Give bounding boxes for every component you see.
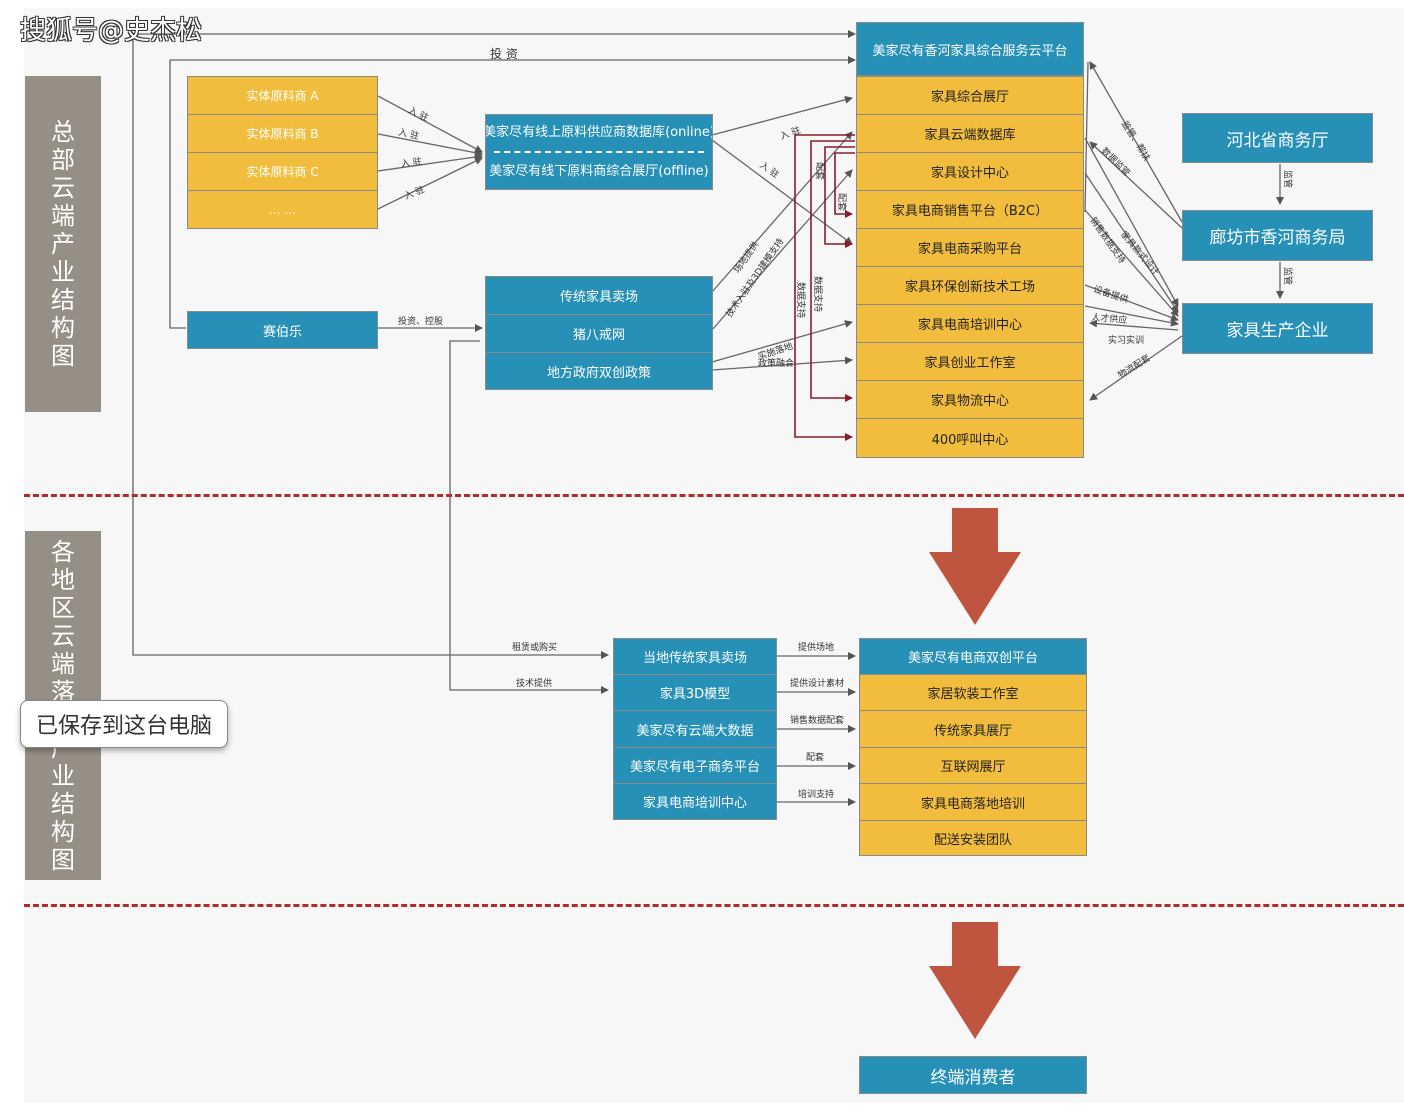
section-divider xyxy=(24,904,1404,907)
furniture-enterprise-box: 家具生产企业 xyxy=(1182,303,1373,354)
regional-platform-item: 家具电商落地培训 xyxy=(859,783,1087,821)
regional-resource-box: 家具3D模型 xyxy=(613,674,777,711)
saibole-box: 赛伯乐 xyxy=(187,311,378,349)
platform-item: 家具创业工作室 xyxy=(856,342,1084,381)
platform-item: 家具电商销售平台（B2C） xyxy=(856,190,1084,229)
section-divider xyxy=(24,494,1404,497)
platform-item: 家具物流中心 xyxy=(856,380,1084,419)
regional-resource-box: 当地传统家具卖场 xyxy=(613,638,777,675)
edge-label: 配套 xyxy=(806,753,825,763)
down-arrow-icon xyxy=(929,508,1021,625)
edge-label: 数据支持 xyxy=(812,276,822,313)
dashed-divider xyxy=(494,151,704,153)
regional-resource-box: 美家尽有云端大数据 xyxy=(613,710,777,748)
platform-item: 家具设计中心 xyxy=(856,152,1084,191)
edge-label-invest: 投 资 xyxy=(490,47,518,61)
hq-section-title: 总部云端产业结构图 xyxy=(25,76,101,412)
regional-resource-box: 美家尽有电子商务平台 xyxy=(613,747,777,784)
supplier-box: 实体原料商 B xyxy=(187,114,378,153)
market-box: 地方政府双创政策 xyxy=(485,352,713,390)
edge-label: 数据支持 xyxy=(795,282,805,319)
supplier-box: 实体原料商 A xyxy=(187,76,378,115)
edge-label: 投资、控股 xyxy=(398,317,444,327)
edge-label: 配套 xyxy=(814,162,824,181)
regional-section-title: 各地区云端落地产业结构图 xyxy=(25,531,101,880)
edge-label: 监管 xyxy=(1282,170,1292,189)
edge-label: 销售数据配套 xyxy=(790,716,845,726)
material-database-box: 美家尽有线上原料供应商数据库(online) 美家尽有线下原料商综合展厅(off… xyxy=(485,114,713,190)
end-consumer-box: 终端消费者 xyxy=(859,1056,1087,1094)
market-box: 猪八戒网 xyxy=(485,314,713,353)
platform-item: 400呼叫中心 xyxy=(856,418,1084,458)
platform-item: 家具电商培训中心 xyxy=(856,304,1084,343)
regional-platform-item: 配送安装团队 xyxy=(859,820,1087,856)
online-database-label: 美家尽有线上原料供应商数据库(online) xyxy=(485,125,713,140)
platform-item: 家具环保创新技术工场 xyxy=(856,266,1084,305)
regional-platform-item: 家居软装工作室 xyxy=(859,674,1087,711)
hebei-commerce-box: 河北省商务厅 xyxy=(1182,113,1373,163)
edge-label: 培训支持 xyxy=(798,790,835,800)
watermark-text: 搜狐号@史杰松 xyxy=(20,16,203,46)
platform-title: 美家尽有香河家具综合服务云平台 xyxy=(856,22,1084,76)
edge-label: 监管 xyxy=(1282,267,1292,286)
market-box: 传统家具卖场 xyxy=(485,276,713,315)
edge-label: 配套 xyxy=(836,193,846,212)
supplier-box: … … xyxy=(187,190,378,229)
regional-platform-item: 互联网展厅 xyxy=(859,747,1087,784)
offline-showroom-label: 美家尽有线下原料商综合展厅(offline) xyxy=(489,164,709,179)
edge-label: 提供设计素材 xyxy=(790,679,845,689)
platform-item: 家具综合展厅 xyxy=(856,76,1084,115)
platform-item: 家具云端数据库 xyxy=(856,114,1084,153)
saved-toast: 已保存到这台电脑 xyxy=(20,700,228,748)
edge-label: 实习实训 xyxy=(1108,336,1145,346)
regional-platform-item: 传统家具展厅 xyxy=(859,710,1087,748)
xianghe-commerce-box: 廊坊市香河商务局 xyxy=(1182,210,1373,261)
tech-trunk xyxy=(449,340,609,694)
regional-platform-title: 美家尽有电商双创平台 xyxy=(859,638,1087,675)
edge-label: 租赁或购买 xyxy=(512,643,558,653)
supplier-box: 实体原料商 C xyxy=(187,152,378,191)
edge-label: 提供场地 xyxy=(798,643,835,653)
platform-item: 家具电商采购平台 xyxy=(856,228,1084,267)
regional-resource-box: 家具电商培训中心 xyxy=(613,783,777,820)
edge-label: 政策融合 xyxy=(758,359,795,369)
edge-label: 技术提供 xyxy=(516,679,553,689)
down-arrow-icon xyxy=(929,922,1021,1039)
saibole-trunk xyxy=(169,60,186,329)
